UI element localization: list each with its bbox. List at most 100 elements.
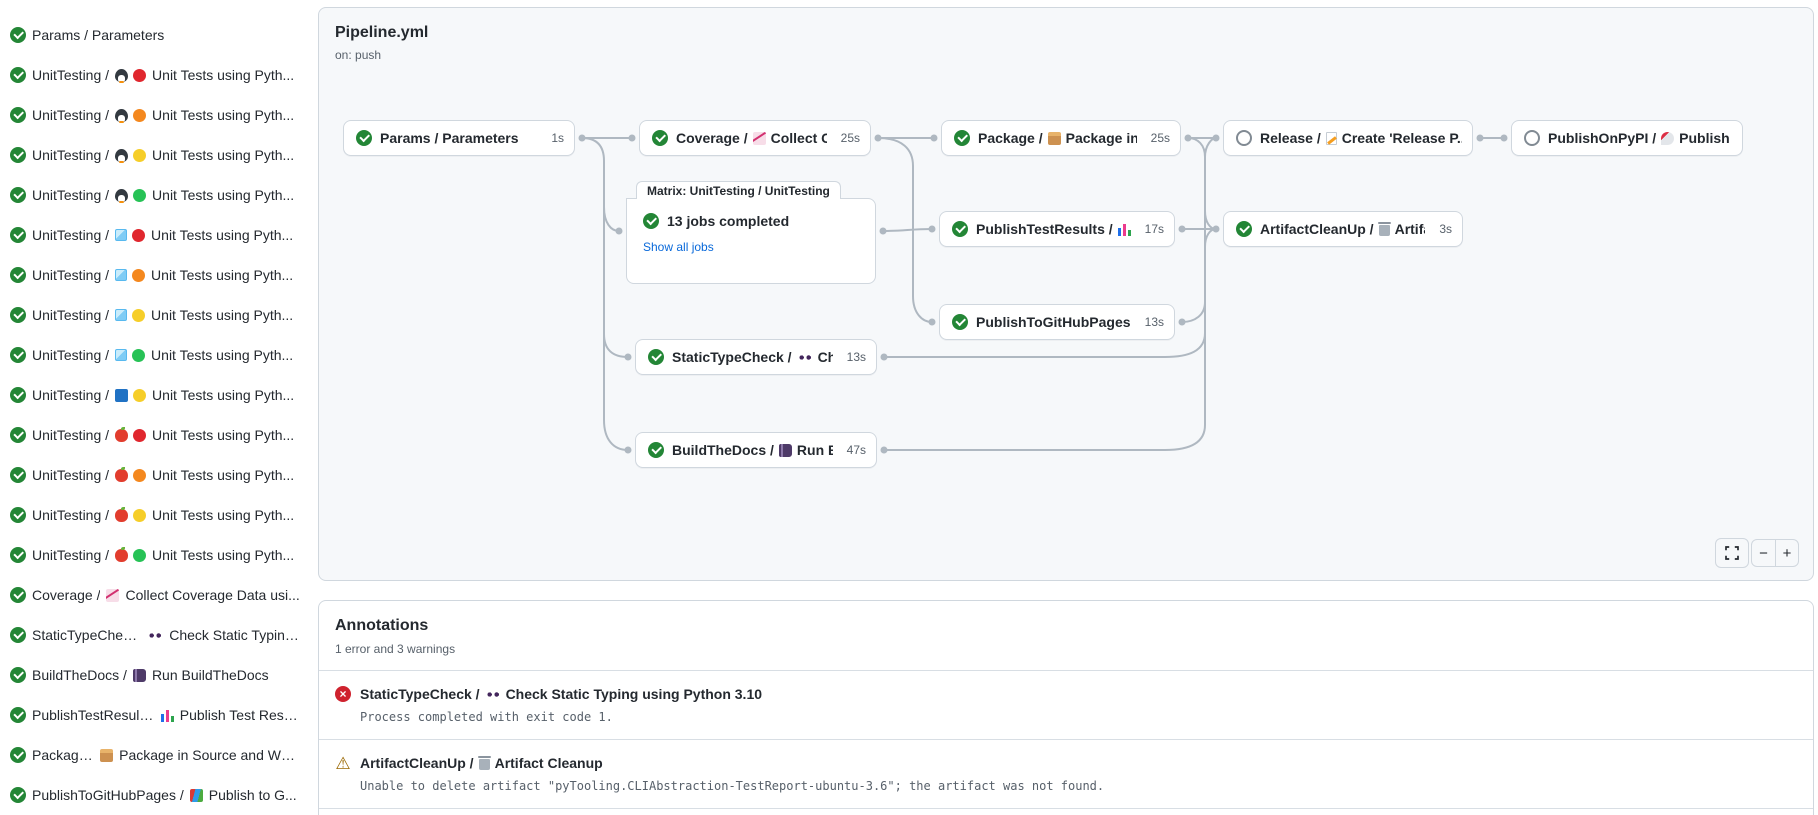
node-static-type-check[interactable]: StaticTypeCheck / Chec... 13s (635, 339, 877, 375)
node-label: Coverage / (676, 130, 748, 146)
sidebar-job-item[interactable]: UnitTesting / Unit Tests using Pyth... (0, 135, 308, 175)
sidebar-job-icons (115, 429, 146, 442)
sidebar-job-item[interactable]: Package / Package in Source and Wh... (0, 735, 308, 775)
node-publish-on-pypi[interactable]: PublishOnPyPI / Publish to ... (1511, 120, 1743, 156)
sidebar-job-name: PublishToGitHubPages / (32, 787, 184, 803)
node-artifact-cleanup[interactable]: ArtifactCleanUp / Artifac... 3s (1223, 211, 1463, 247)
sidebar-job-label: Unit Tests using Pyth... (152, 187, 294, 203)
sidebar-job-item[interactable]: Coverage / Collect Coverage Data usi... (0, 575, 308, 615)
books-icon (190, 789, 203, 802)
annotations-summary: 1 error and 3 warnings (335, 642, 1797, 656)
node-publish-test-results[interactable]: PublishTestResults / Pu... 17s (939, 211, 1175, 247)
sidebar-job-label: Unit Tests using Pyth... (152, 147, 294, 163)
node-package[interactable]: Package / Package in So... 25s (941, 120, 1181, 156)
sidebar-job-item[interactable]: UnitTesting / Unit Tests using Pyth... (0, 455, 308, 495)
node-duration: 25s (835, 131, 860, 145)
zoom-out-button[interactable]: − (1752, 540, 1775, 566)
node-duration: 13s (841, 350, 866, 364)
node-build-the-docs[interactable]: BuildTheDocs / Run Buil... 47s (635, 432, 877, 468)
success-check-icon (648, 442, 664, 458)
show-all-jobs-link[interactable]: Show all jobs (643, 240, 714, 254)
success-check-icon (10, 427, 26, 443)
matrix-unittesting-card[interactable]: 13 jobs completed Show all jobs (626, 198, 876, 284)
sidebar-job-icons (115, 189, 146, 202)
sidebar-job-item[interactable]: StaticTypeCheck / Check Static Typing... (0, 615, 308, 655)
sidebar-job-item[interactable]: UnitTesting / Unit Tests using Pyth... (0, 175, 308, 215)
sidebar-job-name: UnitTesting / (32, 467, 109, 483)
ice-cube-icon (115, 309, 127, 321)
sidebar-job-item[interactable]: UnitTesting / Unit Tests using Pyth... (0, 415, 308, 455)
sidebar-job-icons (161, 709, 174, 722)
success-check-icon (643, 213, 659, 229)
annotation-error-row: StaticTypeCheck / Check Static Typing us… (319, 670, 1813, 739)
workflow-trigger: on: push (335, 48, 428, 62)
node-publish-to-github-pages[interactable]: PublishToGitHubPages / ... 13s (939, 304, 1175, 340)
node-duration: 3s (1433, 222, 1452, 236)
annotations-header: Annotations 1 error and 3 warnings (319, 601, 1813, 670)
sidebar-job-item[interactable]: UnitTesting / Unit Tests using Pyth... (0, 535, 308, 575)
dot-red-icon (133, 429, 146, 442)
node-label-rest: Create 'Release P... (1342, 130, 1462, 146)
sidebar-job-item[interactable]: UnitTesting / Unit Tests using Pyth... (0, 375, 308, 415)
node-label-rest: Run Buil... (797, 442, 833, 458)
success-check-icon (652, 130, 668, 146)
sidebar-job-name: UnitTesting / (32, 307, 109, 323)
sidebar-job-icons (115, 109, 146, 122)
dot-green-icon (133, 549, 146, 562)
sidebar-job-item[interactable]: UnitTesting / Unit Tests using Pyth... (0, 335, 308, 375)
graph-edges (319, 8, 1815, 582)
node-label: Package / (978, 130, 1043, 146)
sidebar-job-item[interactable]: BuildTheDocs / Run BuildTheDocs (0, 655, 308, 695)
notebook-icon (779, 444, 792, 457)
dot-green-icon (133, 189, 146, 202)
sidebar-job-icons (190, 789, 203, 802)
sidebar-job-item[interactable]: PublishTestResults / Publish Test Resu..… (0, 695, 308, 735)
sidebar-job-item[interactable]: UnitTesting / Unit Tests using Pyth... (0, 95, 308, 135)
node-label: PublishOnPyPI / (1548, 130, 1656, 146)
node-label-rest: Publish to ... (1679, 130, 1732, 146)
zoom-in-button[interactable]: + (1775, 540, 1798, 566)
node-duration: 25s (1145, 131, 1170, 145)
success-check-icon (648, 349, 664, 365)
node-label-rest: Package in So... (1066, 130, 1137, 146)
sidebar-job-label: Publish Test Resu... (180, 707, 300, 723)
sidebar-job-icons (100, 749, 113, 762)
eyes-icon (485, 689, 501, 699)
workflow-file-title: Pipeline.yml (335, 24, 428, 42)
sidebar-job-item[interactable]: UnitTesting / Unit Tests using Pyth... (0, 295, 308, 335)
eyes-icon (797, 352, 813, 362)
success-check-icon (10, 507, 26, 523)
sidebar-job-item[interactable]: UnitTesting / Unit Tests using Pyth... (0, 55, 308, 95)
node-params[interactable]: Params / Parameters 1s (343, 120, 575, 156)
node-duration: 1s (545, 131, 564, 145)
dot-yellow-icon (132, 309, 145, 322)
fullscreen-button[interactable] (1715, 538, 1749, 568)
success-check-icon (10, 147, 26, 163)
wastebasket-icon (479, 759, 490, 770)
annotation-message: Process completed with exit code 1. (360, 710, 762, 724)
ice-cube-icon (115, 269, 127, 281)
sidebar-job-item[interactable]: UnitTesting / Unit Tests using Pyth... (0, 495, 308, 535)
success-check-icon (10, 707, 26, 723)
sidebar-job-name: UnitTesting / (32, 107, 109, 123)
dot-red-icon (132, 229, 145, 242)
success-check-icon (10, 747, 26, 763)
node-coverage[interactable]: Coverage / Collect Cove... 25s (639, 120, 871, 156)
ice-cube-icon (115, 349, 127, 361)
node-label: StaticTypeCheck / (672, 349, 792, 365)
success-check-icon (10, 547, 26, 563)
sidebar-job-icons (115, 229, 145, 242)
ice-cube-icon (115, 229, 127, 241)
sidebar-job-label: Unit Tests using Pyth... (152, 67, 294, 83)
sidebar-job-label: Unit Tests using Pyth... (152, 387, 294, 403)
success-check-icon (356, 130, 372, 146)
annotation-warning-row: ArtifactCleanUp / Artifact Cleanup Unabl… (319, 739, 1813, 808)
sidebar-job-item[interactable]: UnitTesting / Unit Tests using Pyth... (0, 255, 308, 295)
sidebar-job-item[interactable]: UnitTesting / Unit Tests using Pyth... (0, 215, 308, 255)
sidebar-job-item[interactable]: PublishToGitHubPages / Publish to G... (0, 775, 308, 815)
annotations-panel: Annotations 1 error and 3 warnings Stati… (318, 600, 1814, 815)
apple-icon (115, 509, 128, 522)
node-release[interactable]: Release / Create 'Release P... (1223, 120, 1473, 156)
sidebar-job-item[interactable]: Params / Parameters (0, 15, 308, 55)
sidebar-job-label: Unit Tests using Pyth... (151, 267, 293, 283)
